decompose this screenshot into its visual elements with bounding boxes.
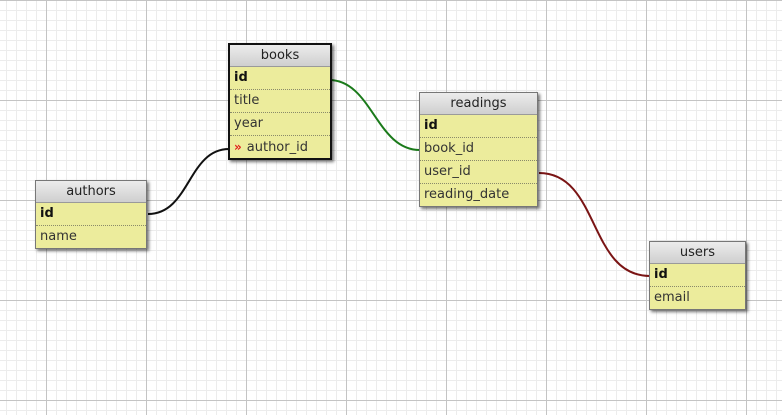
field-id[interactable]: id [230,67,330,90]
field-author-id[interactable]: » author_id [230,136,330,158]
field-book-id[interactable]: book_id [420,138,537,161]
relation-books-readings[interactable] [328,79,421,151]
field-id[interactable]: id [650,264,745,287]
field-year[interactable]: year [230,113,330,136]
relation-books-authors[interactable] [147,148,230,215]
table-authors[interactable]: authors id name [35,180,147,249]
field-label: author_id [246,140,308,155]
field-name[interactable]: name [40,229,77,244]
table-readings[interactable]: readings id book_id user_id reading_date [419,92,538,207]
table-title[interactable]: authors [36,181,146,203]
field-reading-date[interactable]: reading_date [424,187,510,202]
field-email[interactable]: email [654,290,690,305]
relation-readings-users[interactable] [538,172,651,277]
table-users[interactable]: users id email [649,241,746,310]
double-chevron-right-icon: » [234,140,242,154]
field-user-id[interactable]: user_id [420,161,537,184]
table-books[interactable]: books id title year » author_id [228,43,332,160]
field-id[interactable]: id [420,115,537,138]
table-title[interactable]: books [230,45,330,67]
field-id[interactable]: id [36,203,146,226]
field-title[interactable]: title [230,90,330,113]
table-title[interactable]: users [650,242,745,264]
table-title[interactable]: readings [420,93,537,115]
